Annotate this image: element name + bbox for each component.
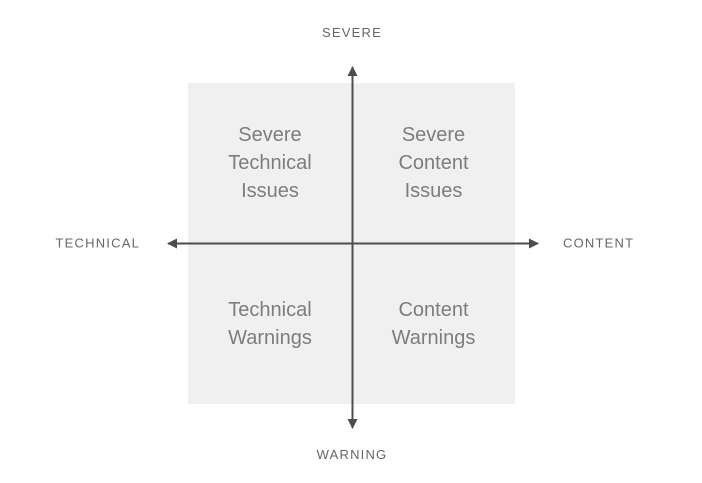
axis-label-severe: SEVERE <box>322 25 382 40</box>
quadrant-technical-warnings: Technical Warnings <box>228 298 312 349</box>
quadrant-severe-technical-issues: Severe Technical Issues <box>228 124 312 202</box>
axis-label-warning: WARNING <box>316 447 388 462</box>
axis-label-technical: TECHNICAL <box>55 235 140 251</box>
axis-label-content: CONTENT <box>563 235 635 251</box>
quadrant-content-warnings: Content Warnings <box>391 298 476 349</box>
quadrant-severe-content-issues: Severe Content Issues <box>398 124 469 202</box>
